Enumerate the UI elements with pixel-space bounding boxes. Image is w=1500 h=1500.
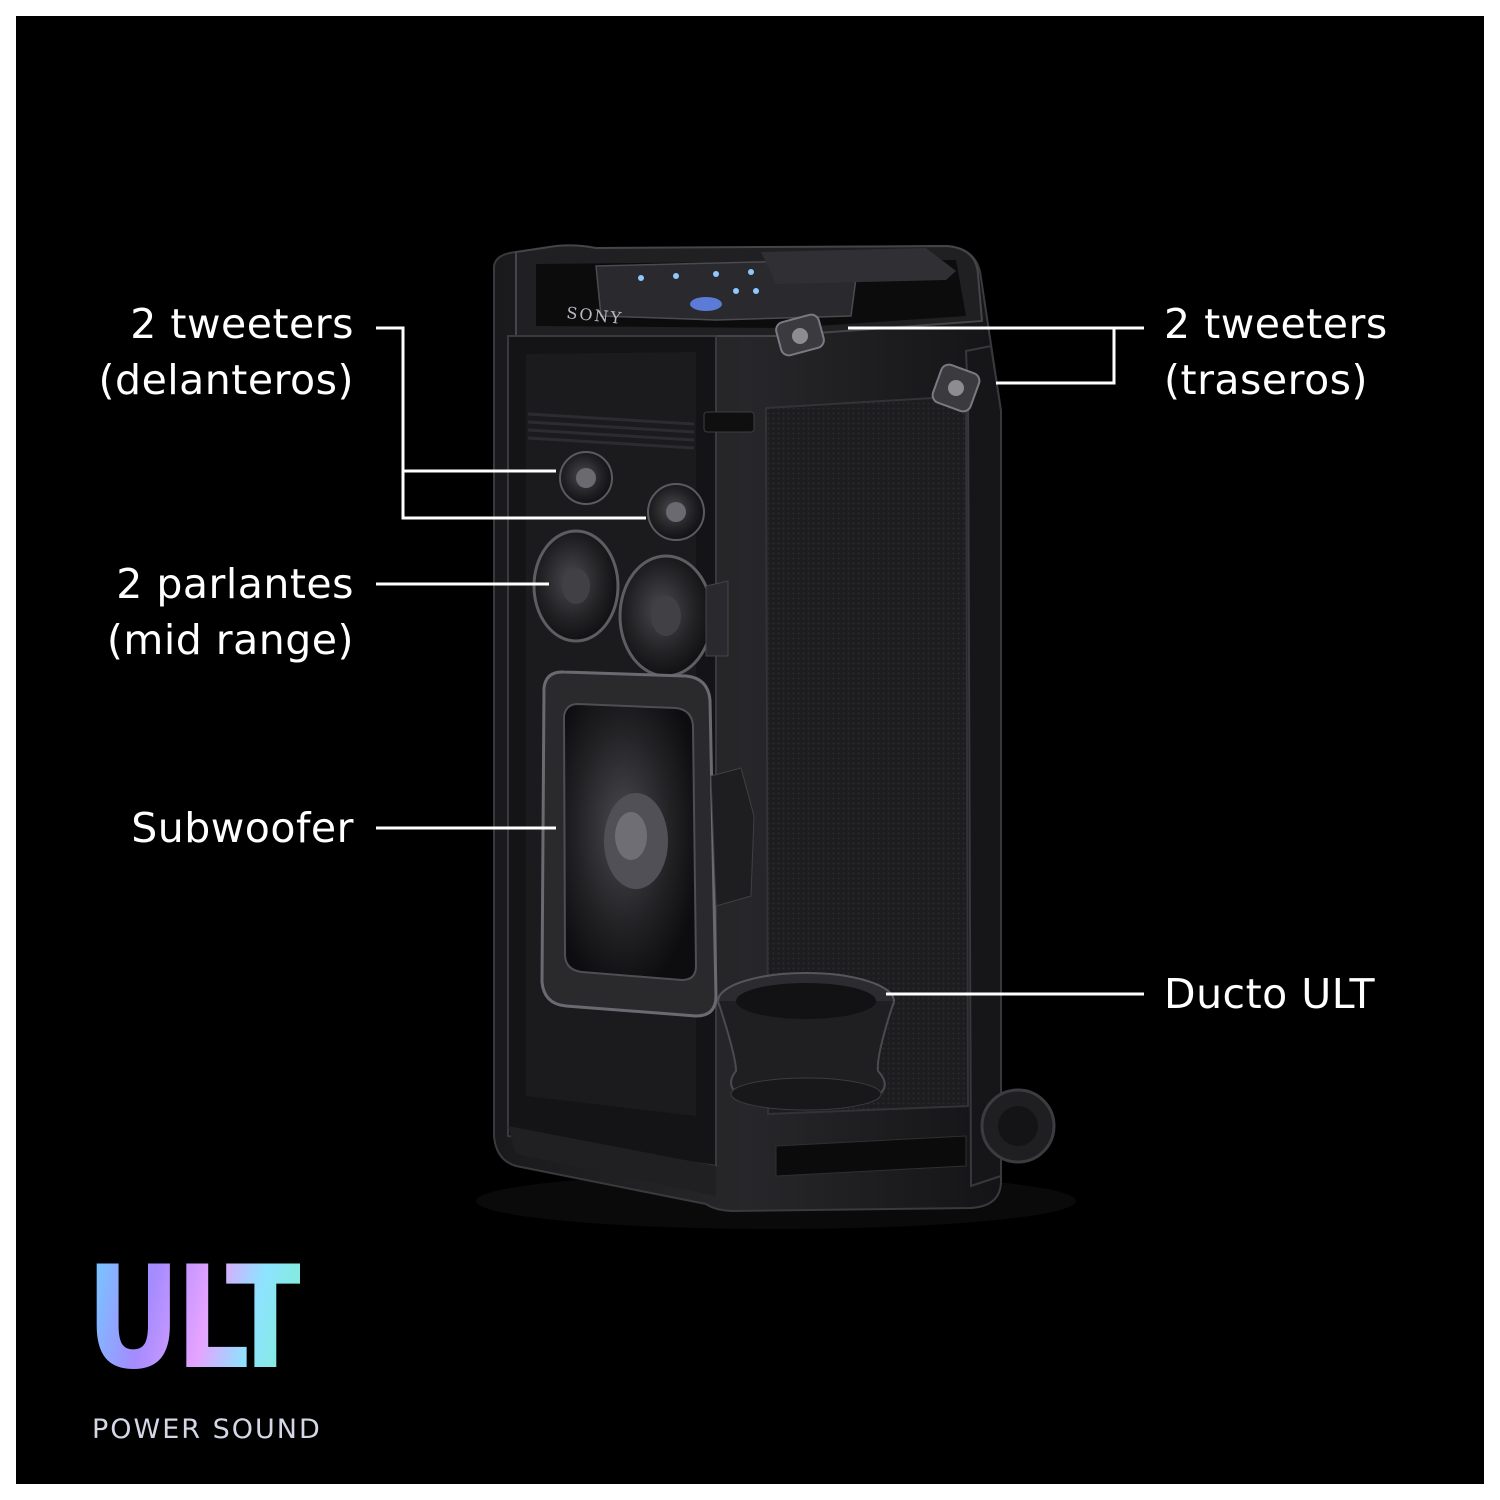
ult-duct [717,972,895,1111]
label-duct: Ducto ULT [1164,970,1376,1018]
ult-power-sound-logo: ULT POWER SOUND [86,1236,386,1446]
leader-front-tweeters [376,326,646,520]
leader-lines [376,326,1144,996]
diagram-frame: SONY [16,16,1484,1484]
mid-range-driver-1 [532,529,620,643]
front-tweeter-2 [647,483,705,541]
label-subwoofer: Subwoofer [131,804,354,852]
speaker-diagram: SONY [376,244,1144,1229]
label-mid-range: 2 parlantes (mid range) [106,560,354,664]
label-front-tweeters: 2 tweeters (delanteros) [98,300,354,404]
rear-tweeter-2 [931,363,981,413]
logo-subtitle: POWER SOUND [92,1414,322,1445]
mid-range-driver-2 [618,554,729,678]
logo-main: ULT [86,1236,305,1401]
subwoofer-driver [540,670,755,1018]
front-tweeter-1 [559,451,613,505]
label-rear-tweeters: 2 tweeters (traseros) [1164,300,1388,404]
rear-tweeter-1 [775,313,825,357]
